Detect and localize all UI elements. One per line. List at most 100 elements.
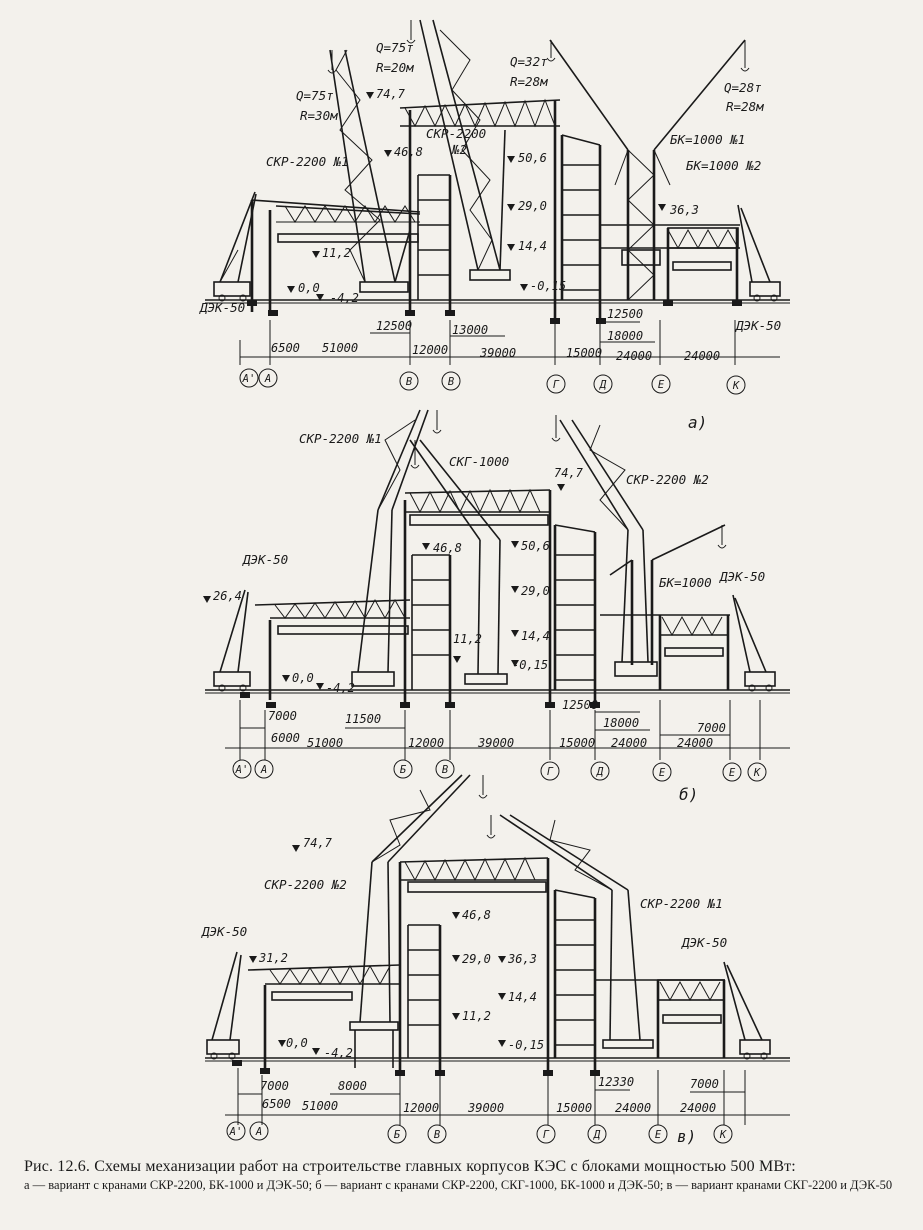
dim-12000: 12000 [403, 1101, 439, 1115]
axis-v: В [434, 1129, 440, 1141]
level-14-4: 14,4 [518, 239, 547, 253]
axis-e2: Е [729, 767, 736, 779]
crane-bk1000-1-label: БК=1000 №1 [670, 132, 745, 147]
level-0-0: 0,0 [292, 671, 314, 685]
dim-24000-a: 24000 [615, 1101, 651, 1115]
axis-e: Е [659, 767, 666, 779]
axis-b: Б [394, 1129, 401, 1141]
dim-11500: 11500 [345, 712, 381, 726]
axis-v2: В [448, 376, 454, 388]
axis-g: Г [547, 766, 554, 778]
caption-legend: а — вариант с кранами СКР-2200, БК-1000 … [24, 1178, 893, 1192]
crane-dek50-right-label: ДЭК-50 [719, 569, 765, 584]
crane-dek50-left-label: ДЭК-50 [201, 924, 247, 939]
crane-dek50-right-label: ДЭК-50 [681, 935, 727, 950]
scheme-c: СКР-2200 №2 СКР-2200 №1 ДЭК-50 ДЭК-50 74… [201, 774, 790, 1146]
dim-7000-a: 7000 [268, 709, 297, 723]
level-0-0: 0,0 [286, 1036, 308, 1050]
dim-24000-b: 24000 [684, 349, 720, 363]
level-46-8: 46,8 [462, 908, 491, 922]
dim-24000-a: 24000 [616, 349, 652, 363]
axis-e: Е [658, 379, 665, 391]
dim-12500-b: 12500 [607, 307, 643, 321]
level-11-2: 11,2 [453, 632, 482, 646]
axis-d: Д [599, 379, 607, 391]
axis-k: К [719, 1129, 727, 1141]
load-r1: R=30м [300, 108, 338, 123]
dim-12330: 12330 [598, 1075, 634, 1089]
level-46-8: 46,8 [394, 145, 423, 159]
crane-skr2200-1-label: СКР-2200 №1 [299, 431, 382, 446]
load-r2: R=20м [376, 60, 414, 75]
axis-d: Д [593, 1129, 601, 1141]
dim-39000: 39000 [477, 736, 514, 750]
level-50-6: 50,6 [518, 151, 547, 165]
level-29-0: 29,0 [521, 584, 550, 598]
axis-a-prime: А' [229, 1126, 243, 1138]
caption-title: Рис. 12.6. Схемы механизации работ на ст… [24, 1158, 796, 1175]
crane-dek50-left-label: ДЭК-50 [199, 300, 245, 315]
level-0-0: 0,0 [298, 281, 320, 295]
dim-51000: 51000 [302, 1099, 338, 1113]
dim-12000: 12000 [412, 343, 448, 357]
axis-a: А [260, 764, 267, 776]
level-36-3: 36,3 [507, 952, 537, 966]
dim-7000-b: 7000 [697, 721, 726, 735]
load-r4: R=28м [726, 99, 764, 114]
scheme-a: ДЭК-50 СКР-2200 №1 СКР-2200 №2 БК=1000 №… [199, 19, 790, 432]
dim-15000: 15000 [566, 346, 602, 360]
dim-51000: 51000 [307, 736, 343, 750]
load-q3: Q=32т [510, 54, 548, 69]
dim-7000-b: 7000 [690, 1077, 719, 1091]
axis-e: Е [655, 1129, 662, 1141]
dim-24000-b: 24000 [680, 1101, 716, 1115]
level-11-2: 11,2 [462, 1009, 491, 1023]
axis-k: К [732, 380, 740, 392]
dim-51000: 51000 [322, 341, 358, 355]
crane-bk1000-2-label: БК=1000 №2 [686, 158, 761, 173]
dim-15000: 15000 [556, 1101, 592, 1115]
axis-a-prime: А' [242, 373, 256, 385]
level-46-8: 46,8 [433, 541, 462, 555]
axis-a: А [255, 1126, 262, 1138]
dim-6500: 6500 [262, 1097, 291, 1111]
level-74-7: 74,7 [554, 466, 584, 480]
axis-g: Г [543, 1129, 550, 1141]
level-29-0: 29,0 [462, 952, 491, 966]
dim-12000: 12000 [408, 736, 444, 750]
dim-39000: 39000 [467, 1101, 504, 1115]
crane-skr2200-2-label: СКР-2200 №2 [264, 877, 347, 892]
axis-a-prime: А' [235, 764, 249, 776]
load-r3: R=28м [510, 74, 548, 89]
dim-6000: 6000 [271, 731, 300, 745]
crane-skr2200-2-label: СКР-2200 №2 [626, 472, 709, 487]
axis-v1: В [406, 376, 412, 388]
dim-12500: 12500 [562, 698, 598, 712]
level-11-2: 11,2 [322, 246, 351, 260]
level-minus-0-15: -0,15 [512, 658, 548, 672]
level-36-3: 36,3 [669, 203, 699, 217]
dim-39000: 39000 [479, 346, 516, 360]
crane-skr2200-1-label: СКР-2200 №1 [640, 896, 723, 911]
level-minus-4-2: -4,2 [326, 681, 355, 695]
axis-v: В [442, 764, 448, 776]
level-74-7: 74,7 [376, 87, 406, 101]
axis-d: Д [596, 766, 604, 778]
level-minus-4-2: -4,2 [330, 291, 359, 305]
dim-13000: 13000 [452, 323, 488, 337]
variant-c-label: в) [677, 1127, 696, 1146]
crane-bk1000-label: БК=1000 [659, 575, 712, 590]
level-31-2: 31,2 [258, 951, 288, 965]
load-q1: Q=75т [296, 88, 334, 103]
axis-a: А [264, 373, 271, 385]
dim-24000-a: 24000 [611, 736, 647, 750]
crane-skr2200-1-label: СКР-2200 №1 [266, 154, 349, 169]
dim-6500: 6500 [271, 341, 300, 355]
dim-8000: 8000 [338, 1079, 367, 1093]
figure-caption: Рис. 12.6. Схемы механизации работ на ст… [24, 1158, 904, 1192]
level-74-7: 74,7 [303, 836, 333, 850]
level-50-6: 50,6 [521, 539, 550, 553]
level-14-4: 14,4 [521, 629, 550, 643]
dim-7000-a: 7000 [260, 1079, 289, 1093]
